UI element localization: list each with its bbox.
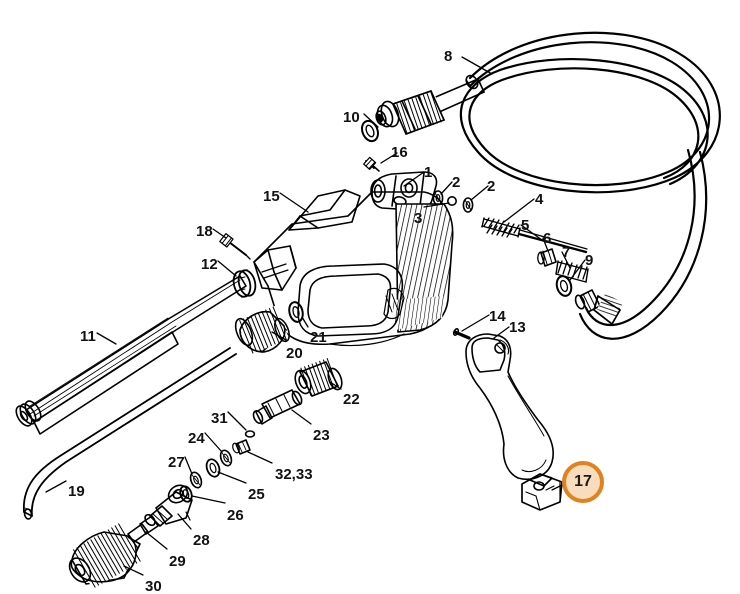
callout-8[interactable]: 8: [444, 48, 453, 65]
callout-11[interactable]: 11: [80, 328, 96, 345]
callout-23[interactable]: 23: [313, 427, 330, 444]
washer-27: [189, 471, 203, 489]
lance-11: [15, 275, 247, 435]
valve-seat-6: [537, 248, 557, 267]
highlight-badge-17[interactable]: 17: [562, 461, 604, 503]
washer-31: [244, 430, 256, 438]
hose-coupling-nut: [375, 78, 485, 135]
trigger-13: [465, 333, 554, 480]
callout-7[interactable]: 7: [562, 244, 571, 261]
high-pressure-hose: [459, 31, 721, 340]
callout-4[interactable]: 4: [535, 191, 544, 208]
knurled-nut-20: [234, 305, 290, 355]
ball-3: [446, 196, 457, 207]
o-ring-9: [555, 275, 573, 297]
valve-pin-5: [517, 229, 588, 254]
leader-lines: [45, 56, 586, 576]
nozzle-cover-30: [68, 522, 142, 590]
quick-coupler-22: [294, 357, 343, 397]
callout-13[interactable]: 13: [509, 319, 526, 336]
callout-5[interactable]: 5: [521, 217, 530, 234]
callout-26[interactable]: 26: [227, 507, 244, 524]
callout-20[interactable]: 20: [286, 345, 303, 362]
highlight-badge-number: 17: [574, 473, 592, 490]
callout-27[interactable]: 27: [168, 454, 185, 471]
screw-16: [363, 156, 380, 172]
pin-14: [452, 328, 471, 340]
callout-12[interactable]: 12: [201, 256, 218, 273]
o-ring-10: [361, 119, 379, 143]
bracket-17: [521, 473, 563, 511]
callout-10[interactable]: 10: [343, 109, 360, 126]
spring-7: [555, 260, 589, 283]
callout-14[interactable]: 14: [489, 308, 506, 325]
callout-9[interactable]: 9: [585, 252, 594, 269]
nipple-23: [252, 389, 303, 425]
callout-22[interactable]: 22: [343, 391, 360, 408]
nut-32-33: [232, 439, 251, 455]
callout-28[interactable]: 28: [193, 532, 210, 549]
callout-31[interactable]: 31: [211, 410, 228, 427]
callout-24[interactable]: 24: [188, 430, 205, 447]
o-ring-21: [288, 301, 304, 323]
washer-24: [219, 449, 233, 467]
screw-18: [219, 232, 251, 260]
callout-19[interactable]: 19: [68, 483, 85, 500]
spray-gun-body: [253, 189, 454, 347]
spring-4: [481, 217, 521, 238]
callout-15[interactable]: 15: [263, 188, 280, 205]
callout-16[interactable]: 16: [391, 144, 408, 161]
ring-12: [232, 269, 257, 298]
callout-21[interactable]: 21: [310, 329, 327, 346]
hose-end-fitting: [574, 289, 624, 325]
spray-tip-29: [127, 515, 159, 549]
callout-29[interactable]: 29: [169, 553, 186, 570]
washer-2b: [462, 197, 474, 213]
callout-3[interactable]: 3: [414, 210, 423, 227]
callout-32-33[interactable]: 32,33: [275, 466, 313, 483]
callout-25[interactable]: 25: [248, 486, 265, 503]
o-ring-25: [205, 458, 221, 478]
callout-18[interactable]: 18: [196, 223, 213, 240]
callout-2[interactable]: 2: [487, 178, 496, 195]
callout-1[interactable]: 1: [424, 164, 433, 181]
callout-30[interactable]: 30: [145, 578, 162, 594]
nozzle-body-28: [144, 484, 193, 527]
callout-2[interactable]: 2: [452, 174, 461, 191]
bent-tube-19: [23, 347, 237, 520]
callout-6[interactable]: 6: [543, 230, 552, 247]
